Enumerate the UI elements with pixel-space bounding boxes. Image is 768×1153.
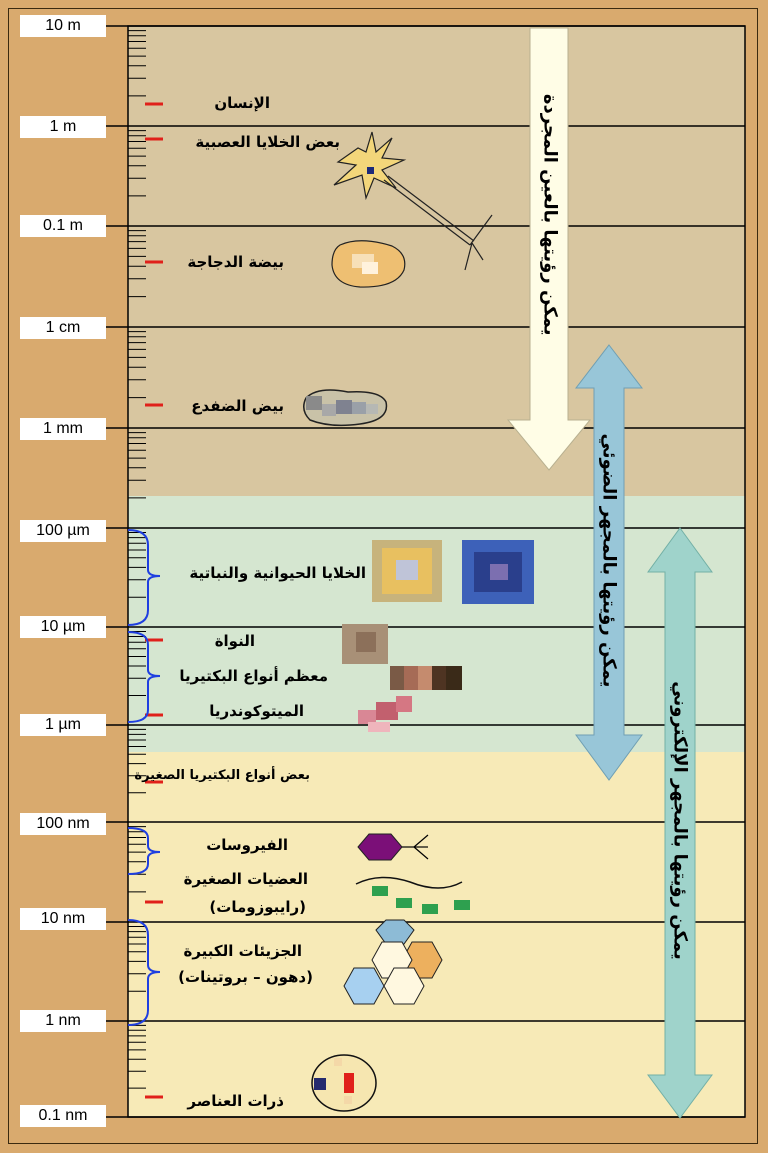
chicken-egg-image — [332, 241, 405, 287]
label-chicken-egg: بيضة الدجاجة — [187, 253, 284, 271]
scale-label-1m: 1 m — [20, 116, 106, 138]
frog-eggs-image — [304, 390, 387, 425]
label-ribosomes-1: العضيات الصغيرة — [184, 870, 308, 888]
label-mitochondria: الميتوكوندريا — [209, 702, 304, 720]
label-macromolecules-2: (دهون – بروتينات) — [178, 968, 313, 986]
label-viruses: الفيروسات — [206, 836, 288, 854]
scale-label-0.1nm: 0.1 nm — [20, 1105, 106, 1127]
scale-label-1nm: 1 nm — [20, 1010, 106, 1032]
bacteria-image — [390, 666, 462, 690]
electron-microscope-zone — [128, 752, 745, 1117]
label-nerve-cells: بعض الخلايا العصبية — [195, 133, 340, 151]
scale-label-10nm: 10 nm — [20, 908, 106, 930]
label-cells: الخلايا الحيوانية والنباتية — [189, 564, 366, 582]
scale-label-0.1m: 0.1 m — [20, 215, 106, 237]
electron-microscope-text: يمكن رؤيتها بالمجهر الإلكتروني — [670, 681, 691, 961]
scale-label-1mm: 1 mm — [20, 418, 106, 440]
scale-label-10m: 10 m — [20, 15, 106, 37]
label-human: الإنسان — [214, 94, 270, 112]
label-most-bacteria: معظم أنواع البكتيريا — [179, 667, 328, 685]
label-ribosomes-2: (رايبوزومات) — [209, 898, 306, 916]
naked-eye-text: يمكن رؤيتها بالعين المجردة — [540, 116, 561, 336]
scale-label-1cm: 1 cm — [20, 317, 106, 339]
nucleus-image — [342, 624, 388, 664]
label-atoms: ذرات العناصر — [187, 1092, 284, 1110]
atom-image — [312, 1055, 376, 1111]
light-microscope-text: يمكن رؤيتها بالمجهر الضوئي — [599, 431, 620, 691]
scale-label-100nm: 100 nm — [20, 813, 106, 835]
label-small-bacteria: بعض أنواع البكتيريا الصغيرة — [134, 768, 310, 783]
label-frog-eggs: بيض الضفدع — [191, 397, 284, 415]
scale-label-1um: 1 µm — [20, 714, 106, 736]
label-nucleus: النواة — [215, 632, 255, 650]
scale-label-100um: 100 µm — [20, 520, 106, 542]
label-macromolecules-1: الجزيئات الكبيرة — [183, 942, 302, 960]
scale-label-10um: 10 µm — [20, 616, 106, 638]
